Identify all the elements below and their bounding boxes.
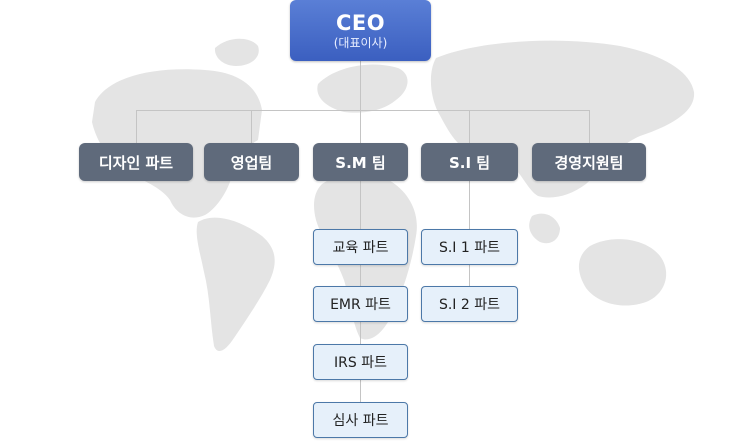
team-node-sales: 영업팀 (204, 143, 299, 181)
ceo-node: CEO (대표이사) (290, 0, 431, 61)
team-node-design: 디자인 파트 (79, 143, 193, 181)
team-node-sm: S.M 팀 (313, 143, 408, 181)
part-node-si-1: S.I 1 파트 (421, 229, 518, 265)
part-node-irs: IRS 파트 (313, 344, 408, 380)
ceo-subtitle: (대표이사) (333, 35, 388, 50)
part-node-si-2: S.I 2 파트 (421, 286, 518, 322)
team-node-si: S.I 팀 (421, 143, 518, 181)
part-node-review: 심사 파트 (313, 402, 408, 438)
team-node-management: 경영지원팀 (532, 143, 646, 181)
ceo-title: CEO (335, 10, 386, 35)
part-node-emr: EMR 파트 (313, 286, 408, 322)
part-node-education: 교육 파트 (313, 229, 408, 265)
